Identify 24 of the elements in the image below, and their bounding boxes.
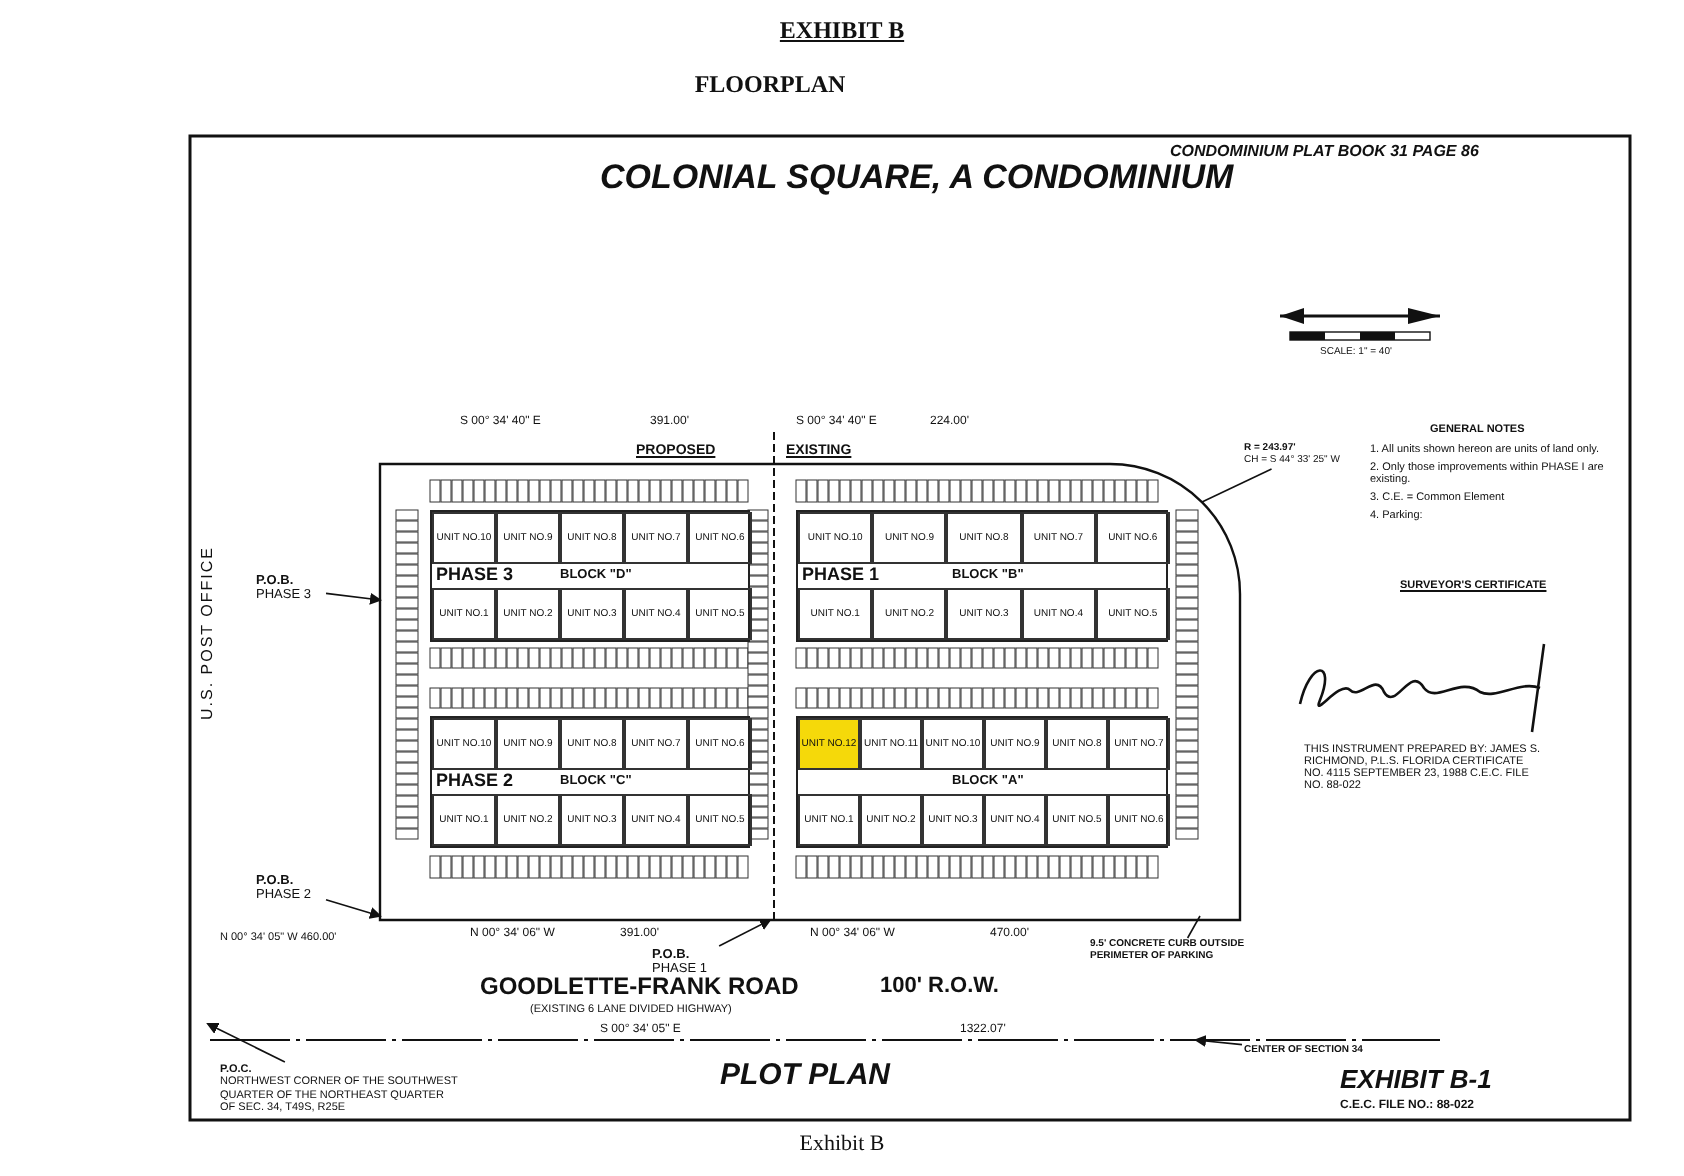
exhibit-number: EXHIBIT B-1 — [1340, 1066, 1492, 1095]
sheet-title: PLOT PLAN — [720, 1060, 890, 1093]
plan-title: COLONIAL SQUARE, A CONDOMINIUM — [600, 160, 1234, 198]
parcel-label: U.S. POST OFFICE — [200, 546, 218, 720]
plat-reference: CONDOMINIUM PLAT BOOK 31 PAGE 86 — [1170, 144, 1479, 162]
building-block — [430, 510, 750, 642]
road-name: GOODLETTE-FRANK ROAD — [480, 974, 799, 1001]
page-title: EXHIBIT B — [779, 16, 905, 46]
building-block — [430, 716, 750, 848]
phase-label: PHASE 1 — [802, 566, 880, 586]
leader-line — [1194, 1035, 1243, 1047]
caption: Exhibit B — [799, 1132, 885, 1156]
leader-line — [206, 1023, 286, 1063]
building-block — [796, 510, 1168, 642]
leader-line — [1201, 468, 1273, 503]
leader-line — [1186, 915, 1201, 939]
leader-line — [325, 592, 382, 605]
leader-line — [718, 919, 772, 947]
heading: FLOORPLAN — [694, 72, 846, 99]
phase-label: PHASE 2 — [436, 772, 514, 792]
phase-label: PHASE 3 — [436, 566, 514, 586]
leader-line — [325, 898, 382, 919]
right-of-way-label: 100' R.O.W. — [880, 974, 999, 999]
building-block — [796, 716, 1168, 848]
